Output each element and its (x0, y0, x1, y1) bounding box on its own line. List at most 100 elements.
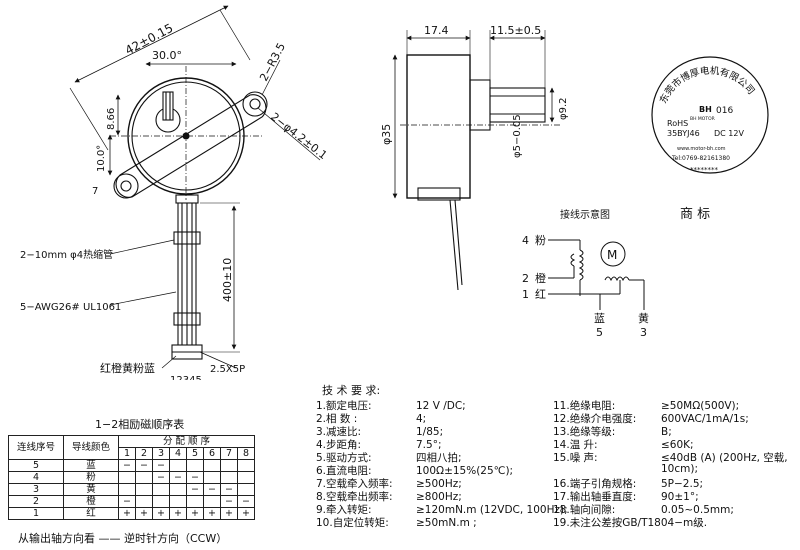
dim-10-label: 10.0° (96, 145, 107, 172)
spec-key: 1.额定电压: (316, 400, 372, 412)
label-rohs: RoHS (667, 119, 688, 128)
table-cell-step (237, 459, 255, 472)
spec-row: 11.绝缘电阻:≥50MΩ(500V); (553, 398, 739, 413)
table-cell-color: 黄 (63, 483, 119, 496)
table-cell-num: 1 (8, 507, 64, 520)
dim-7-label: 7 (92, 186, 98, 197)
table-cell-num: 4 (8, 471, 64, 484)
spec-value: ≤40dB (A) (200Hz, 空载, (661, 452, 788, 464)
drawing-canvas: 42±0.15 30.0° 2−R3.5 2−φ4.2±0.1 8.66 10.… (20, 5, 769, 380)
spec-value: 90±1°; (661, 491, 699, 503)
label-tel: Tel:0769-82161380 (671, 155, 730, 162)
spec-key: 3.减速比: (316, 426, 362, 438)
spec-value: ≥50MΩ(500V); (661, 400, 740, 412)
wiring-pin2: 2 (522, 272, 529, 285)
spec-row: 4.步距角:7.5°; (316, 437, 442, 452)
spec-value: 600VAC/1mA/1s; (661, 413, 749, 425)
wire-spec-note: 5−AWG26# UL1061 (20, 302, 121, 313)
table-cell-step (135, 471, 153, 484)
table-cell-step (220, 459, 238, 472)
table-cell-step: + (203, 507, 221, 520)
spec-row: 6.直流电阻:100Ω±15%(25℃); (316, 463, 513, 478)
spec-row: 8.空载牵出频率: ≥800Hz; (316, 489, 462, 504)
spec-key: 13.绝缘等级: (553, 426, 616, 438)
spec-key: 17.输出轴垂直度: (553, 491, 637, 503)
table-cell-step (135, 495, 153, 508)
table-cell-step: − (118, 459, 136, 472)
trademark-label: 东莞市博厚电机有限公司 BH 016 BH MOTOR RoHS 35BYJ46… (651, 56, 769, 174)
spec-value: 5P−2.5; (661, 478, 704, 490)
wiring-title: 接线示意图 (560, 208, 610, 221)
label-brand-motor: BH MOTOR (690, 116, 715, 122)
table-cell-step (220, 471, 238, 484)
spec-row: 7.空载牵入频率: ≥500Hz; (316, 476, 462, 491)
spec-key: 2.相 数 : (316, 413, 358, 425)
spec-key: 10.自定位转矩: (316, 517, 389, 529)
table-cell-num: 5 (8, 459, 64, 472)
spec-value: ≥800Hz; (416, 491, 462, 503)
spec-key: 14.温 升: (553, 439, 598, 451)
wiring-pin4-color: 粉 (535, 234, 546, 247)
spec-row: 18.轴向间隙:0.05~0.5mm; (553, 502, 734, 517)
table-step-7: 7 (220, 447, 238, 460)
wire-colors-note: 红橙黄粉蓝 (100, 361, 155, 375)
table-cell-step (186, 459, 204, 472)
dim-radius-label: 2−R3.5 (257, 41, 288, 84)
spec-key: 7.空载牵入频率: (316, 478, 393, 490)
spec-value: 4; (416, 413, 427, 425)
table-cell-step: − (237, 495, 255, 508)
table-cell-step: − (118, 495, 136, 508)
table-cell-num: 2 (8, 495, 64, 508)
wiring-pin5: 5 (596, 326, 603, 339)
spec-key: 8.空载牵出频率: (316, 491, 393, 503)
spec-row: 10.自定位转矩:≥50mN.m ; (316, 515, 477, 530)
table-cell-step (169, 495, 187, 508)
table-cell-step (237, 483, 255, 496)
specs-title: 技 术 要 求: (322, 384, 381, 397)
spec-row: 16.端子引角规格:5P−2.5; (553, 476, 703, 491)
connector-note: 2.5X5P (210, 364, 245, 375)
shrink-tube-note: 2−10mm φ4热缩管 (20, 248, 113, 261)
table-cell-step: + (186, 507, 204, 520)
wiring-pin3: 3 (640, 326, 647, 339)
table-cell-step: − (169, 471, 187, 484)
dim-hole-label: 2−φ4.2±0.1 (268, 110, 329, 162)
dim-174-label: 17.4 (424, 24, 449, 37)
dim-115-label: 11.5±0.5 (490, 24, 541, 37)
table-cell-step: + (220, 507, 238, 520)
dim-866-label: 8.66 (106, 108, 117, 130)
table-cell-color: 红 (63, 507, 119, 520)
table-cell-step: − (152, 471, 170, 484)
table-head-seq: 分 配 顺 序 (118, 435, 255, 448)
table-head-num: 连线序号 (8, 435, 64, 460)
table-step-3: 3 (152, 447, 170, 460)
table-cell-step (118, 471, 136, 484)
spec-value: ≥500Hz; (416, 478, 462, 490)
table-step-6: 6 (203, 447, 221, 460)
table-cell-step (169, 483, 187, 496)
spec-row: 2.相 数 : 4; (316, 411, 426, 426)
table-cell-step: − (135, 459, 153, 472)
table-cell-num: 3 (8, 483, 64, 496)
table-cell-color: 蓝 (63, 459, 119, 472)
wiring-pin1: 1 (522, 288, 529, 301)
label-stars: ******** (690, 166, 719, 174)
spec-value: ≤60K; (661, 439, 694, 451)
label-brand-letters: BH (699, 105, 712, 114)
table-cell-step: + (135, 507, 153, 520)
dim-35-label: φ35 (380, 124, 393, 145)
dim-92-label: φ9.2 (558, 98, 569, 121)
table-cell-step: − (186, 483, 204, 496)
trademark-caption: 商 标 (680, 207, 710, 222)
spec-value: 7.5°; (416, 439, 442, 451)
label-voltage: DC 12V (714, 129, 744, 138)
spec-row: 13.绝缘等级: B; (553, 424, 672, 439)
spec-value: B; (661, 426, 672, 438)
table-cell-step (135, 483, 153, 496)
spec-key: 19.未注公差按GB/T1804−m级. (553, 517, 708, 529)
table-cell-step: + (152, 507, 170, 520)
spec-value: 10cm); (661, 463, 698, 475)
